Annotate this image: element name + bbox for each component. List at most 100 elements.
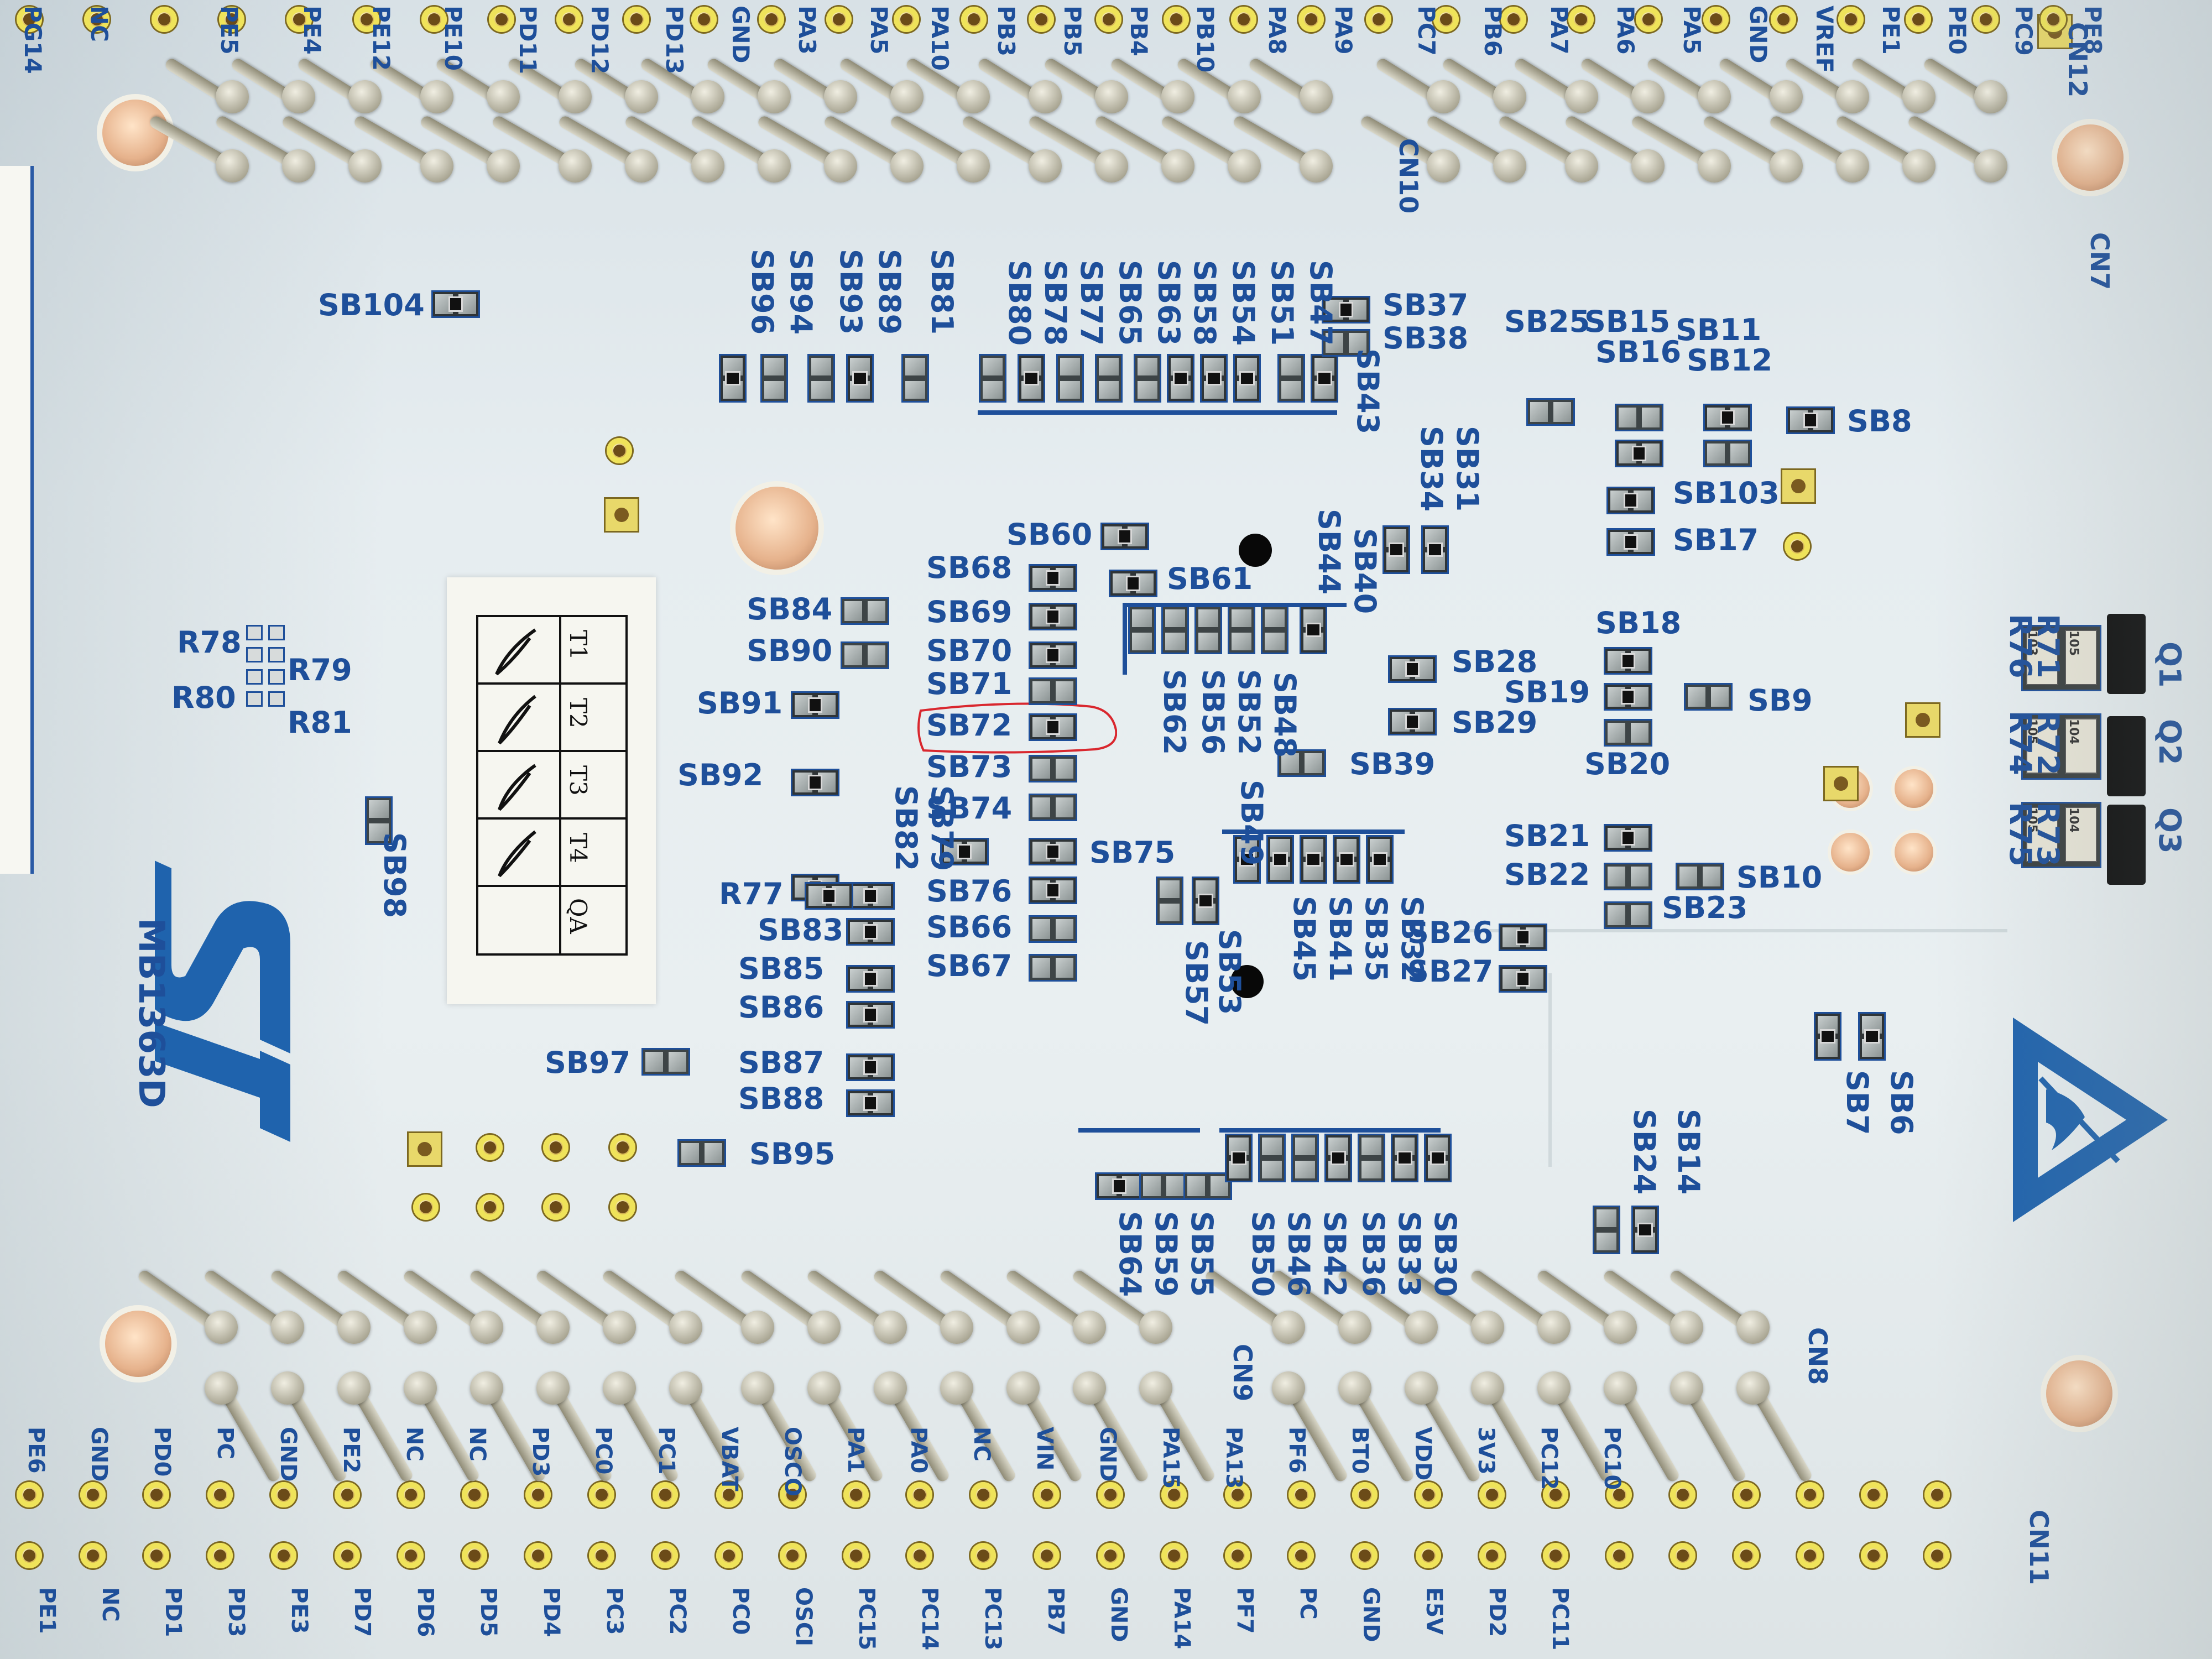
solder-bridge — [1029, 713, 1077, 741]
test-pad — [604, 497, 639, 533]
bottom-header-label: 3V3 — [1473, 1427, 1499, 1475]
header-knob-bottom — [404, 1311, 437, 1344]
bottom-header-label: GND — [275, 1427, 301, 1482]
solder-bridge — [641, 1048, 690, 1076]
header-knob-top — [1698, 80, 1731, 113]
top-header-label: PC9 — [2010, 6, 2037, 56]
header-knob-bottom — [940, 1311, 973, 1344]
via-hole — [1239, 534, 1272, 567]
solder-bridge — [1358, 1134, 1385, 1182]
bottom-header-label: PD1 — [160, 1587, 186, 1637]
header-pin-top — [219, 7, 244, 32]
header-pin-bottom — [1288, 1543, 1314, 1568]
label-sb56: SB56 — [1196, 669, 1230, 755]
header-pin-bottom — [1161, 1482, 1187, 1507]
header-pin-bottom — [716, 1482, 742, 1507]
solder-bridge — [1029, 794, 1077, 821]
header-knob-top — [758, 80, 791, 113]
header-knob-top — [1029, 80, 1062, 113]
solder-bridge — [841, 597, 889, 625]
label-sb28: SB28 — [1452, 644, 1538, 679]
solder-bridge — [940, 838, 989, 865]
solder-bridge — [791, 769, 839, 796]
header-pin-bottom — [17, 1543, 42, 1568]
label-sb11: SB11 — [1676, 312, 1762, 347]
label-sb22: SB22 — [1504, 857, 1590, 892]
bottom-header-label: GND — [1106, 1587, 1131, 1642]
header-knob-top — [1228, 149, 1261, 182]
label-sb69: SB69 — [926, 594, 1013, 629]
solder-bridge — [1266, 835, 1294, 884]
header-pad — [610, 1194, 635, 1220]
label-r74: R74 — [2003, 711, 2038, 775]
solder-bridge — [1029, 677, 1077, 705]
label-r77: R77 — [719, 877, 784, 911]
label-r78: R78 — [177, 625, 242, 660]
solder-bridge — [1194, 606, 1222, 654]
solder-bridge — [1604, 824, 1652, 852]
header-pin-bottom — [1352, 1543, 1378, 1568]
header-pad — [477, 1135, 503, 1160]
tag-col-t2: T2 — [565, 698, 592, 728]
header-pin-bottom — [144, 1482, 169, 1507]
solder-bridge — [1018, 354, 1045, 403]
header-pin-top — [894, 7, 919, 32]
header-knob-top — [1427, 80, 1460, 113]
header-pin-bottom — [1098, 1543, 1123, 1568]
solder-bridge — [1167, 354, 1194, 403]
solder-bridge — [719, 354, 747, 403]
header-pad — [543, 1194, 568, 1220]
solder-bridge — [1139, 1172, 1188, 1200]
resistor-pad — [246, 669, 263, 685]
header-knob-bottom — [205, 1371, 238, 1405]
header-pin-top — [354, 7, 379, 32]
sb72-highlight — [912, 700, 1118, 755]
solder-bridge — [1225, 1134, 1253, 1182]
header-pin-bottom — [907, 1543, 932, 1568]
header-pin-bottom — [1225, 1543, 1250, 1568]
header-knob-bottom — [1736, 1311, 1770, 1344]
header-knob-bottom — [669, 1371, 702, 1405]
header-knob-top — [957, 80, 990, 113]
top-header-label: PD13 — [661, 6, 688, 75]
bottom-header-label: PF7 — [1232, 1587, 1258, 1634]
header-knob-bottom — [1471, 1371, 1504, 1405]
label-sb93: SB93 — [833, 249, 868, 335]
header-pin-bottom — [1225, 1482, 1250, 1507]
bottom-header-label: PA0 — [906, 1427, 931, 1474]
header-pin-top — [1906, 7, 1931, 32]
bottom-header-label: PC1 — [654, 1427, 679, 1475]
label-sb84: SB84 — [747, 592, 833, 627]
bottom-header-label: PD2 — [1484, 1587, 1510, 1637]
connector-cn9: CN9 — [1228, 1344, 1258, 1402]
bottom-header-label: PA13 — [1221, 1427, 1246, 1489]
header-knob-bottom — [1604, 1371, 1637, 1405]
header-knob-top — [559, 149, 592, 182]
header-knob-bottom — [1670, 1371, 1703, 1405]
header-pin-bottom — [271, 1482, 296, 1507]
header-pin-bottom — [398, 1543, 424, 1568]
label-sb20: SB20 — [1584, 747, 1671, 781]
top-header-label: PD12 — [586, 6, 613, 75]
header-knob-top — [1974, 80, 2007, 113]
label-sb63: SB63 — [1151, 260, 1186, 346]
label-r75: R75 — [2003, 802, 2038, 867]
solder-bridge — [1383, 525, 1410, 574]
label-sb14: SB14 — [1671, 1109, 1706, 1195]
solder-bridge — [760, 354, 788, 403]
label-sb37: SB37 — [1383, 288, 1469, 322]
header-pin-top — [1838, 7, 1864, 32]
solder-bridge — [1095, 354, 1123, 403]
bottom-header-label: NC — [401, 1427, 427, 1462]
header-pin-bottom — [1797, 1482, 1823, 1507]
solder-bridge — [1183, 1172, 1232, 1200]
label-sb6: SB6 — [1884, 1070, 1919, 1135]
label-sb64: SB64 — [1113, 1211, 1147, 1297]
header-knob-bottom — [536, 1311, 570, 1344]
solder-bridge — [846, 1053, 895, 1081]
header-pin-bottom — [780, 1482, 805, 1507]
solder-bridge — [846, 882, 895, 910]
header-pin-bottom — [589, 1543, 614, 1568]
label-sb47: SB47 — [1303, 260, 1338, 346]
